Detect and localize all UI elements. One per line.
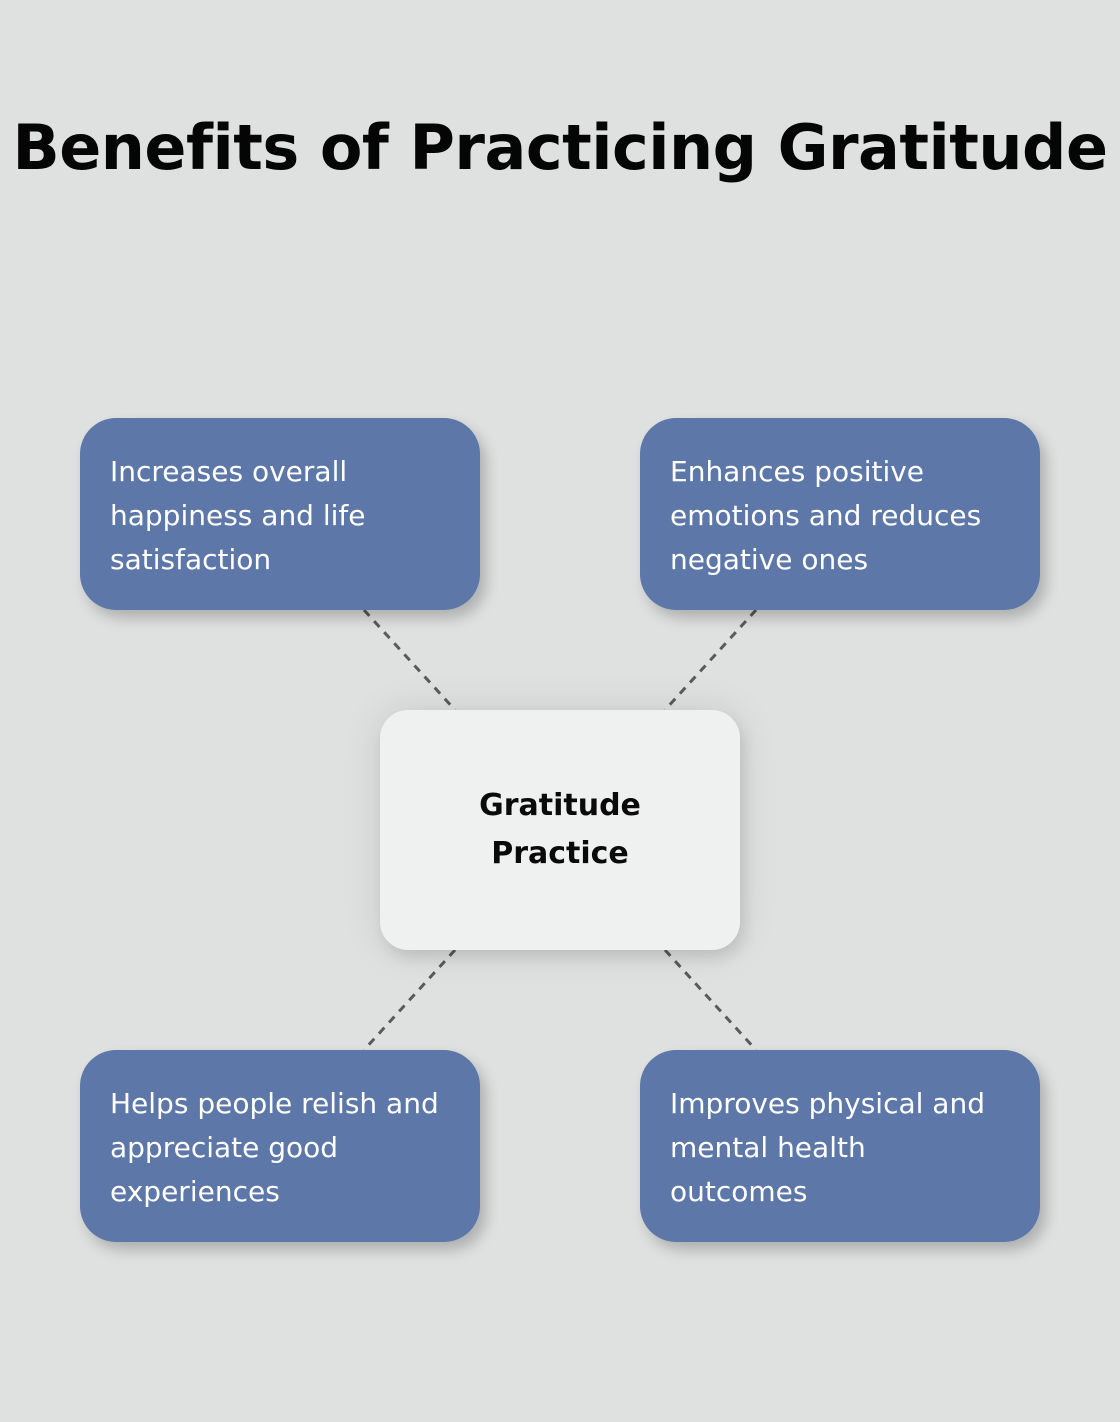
benefit-box-bottom-left: Helps people relish and appreciate good …: [80, 1050, 480, 1242]
center-node: Gratitude Practice: [380, 710, 740, 950]
benefit-box-top-right: Enhances positive emotions and reduces n…: [640, 418, 1040, 610]
diagram-title: Benefits of Practicing Gratitude: [12, 111, 1108, 184]
connector-top-right: [663, 608, 758, 712]
connector-top-left: [362, 608, 457, 712]
benefit-text: Helps people relish and appreciate good …: [110, 1087, 439, 1208]
benefit-text: Increases overall happiness and life sat…: [110, 455, 366, 576]
connector-bottom-left: [362, 948, 457, 1052]
benefit-box-bottom-right: Improves physical and mental health outc…: [640, 1050, 1040, 1242]
benefit-text: Improves physical and mental health outc…: [670, 1087, 985, 1208]
benefit-box-top-left: Increases overall happiness and life sat…: [80, 418, 480, 610]
connector-bottom-right: [663, 948, 758, 1052]
center-label: Gratitude Practice: [479, 788, 641, 871]
benefit-text: Enhances positive emotions and reduces n…: [670, 455, 982, 576]
